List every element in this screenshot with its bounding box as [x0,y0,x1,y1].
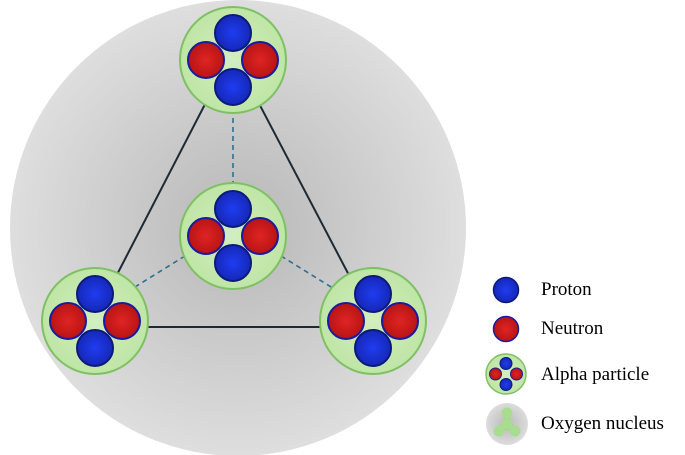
proton [214,190,252,228]
neutron [327,302,365,340]
alpha-particle-shell [179,6,287,114]
neutron [187,41,225,79]
alpha-particle-top [179,6,287,114]
alpha-particle-shell [319,267,427,375]
dashed-edges [129,100,337,291]
neutron [49,302,87,340]
legend-icons [485,276,528,445]
edge-center-right [280,255,337,291]
proton [76,329,114,367]
proton-icon [492,276,520,304]
legend-label-oxygen-nucleus: Oxygen nucleus [541,413,664,434]
neutron [241,41,279,79]
proton [214,244,252,282]
alpha-particle-shell [179,182,287,290]
neutron [241,217,279,255]
neutron [187,217,225,255]
alpha-particle-center [179,182,287,290]
proton [76,275,114,313]
proton [354,329,392,367]
neutron [381,302,419,340]
neutron [103,302,141,340]
edge-center-left [129,255,186,291]
legend-label-proton: Proton [541,279,592,300]
oxygen-nucleus-icon [486,403,528,445]
neutron-icon [492,315,520,343]
alpha-particle-shell [41,267,149,375]
legend-label-alpha-particle: Alpha particle [541,364,650,385]
proton [354,275,392,313]
proton [214,68,252,106]
legend-label-neutron: Neutron [541,318,604,339]
alpha-particle-right [319,267,427,375]
alpha-particles [41,6,427,375]
proton [214,14,252,52]
alpha-particle-icon [485,353,527,395]
alpha-particle-left [41,267,149,375]
